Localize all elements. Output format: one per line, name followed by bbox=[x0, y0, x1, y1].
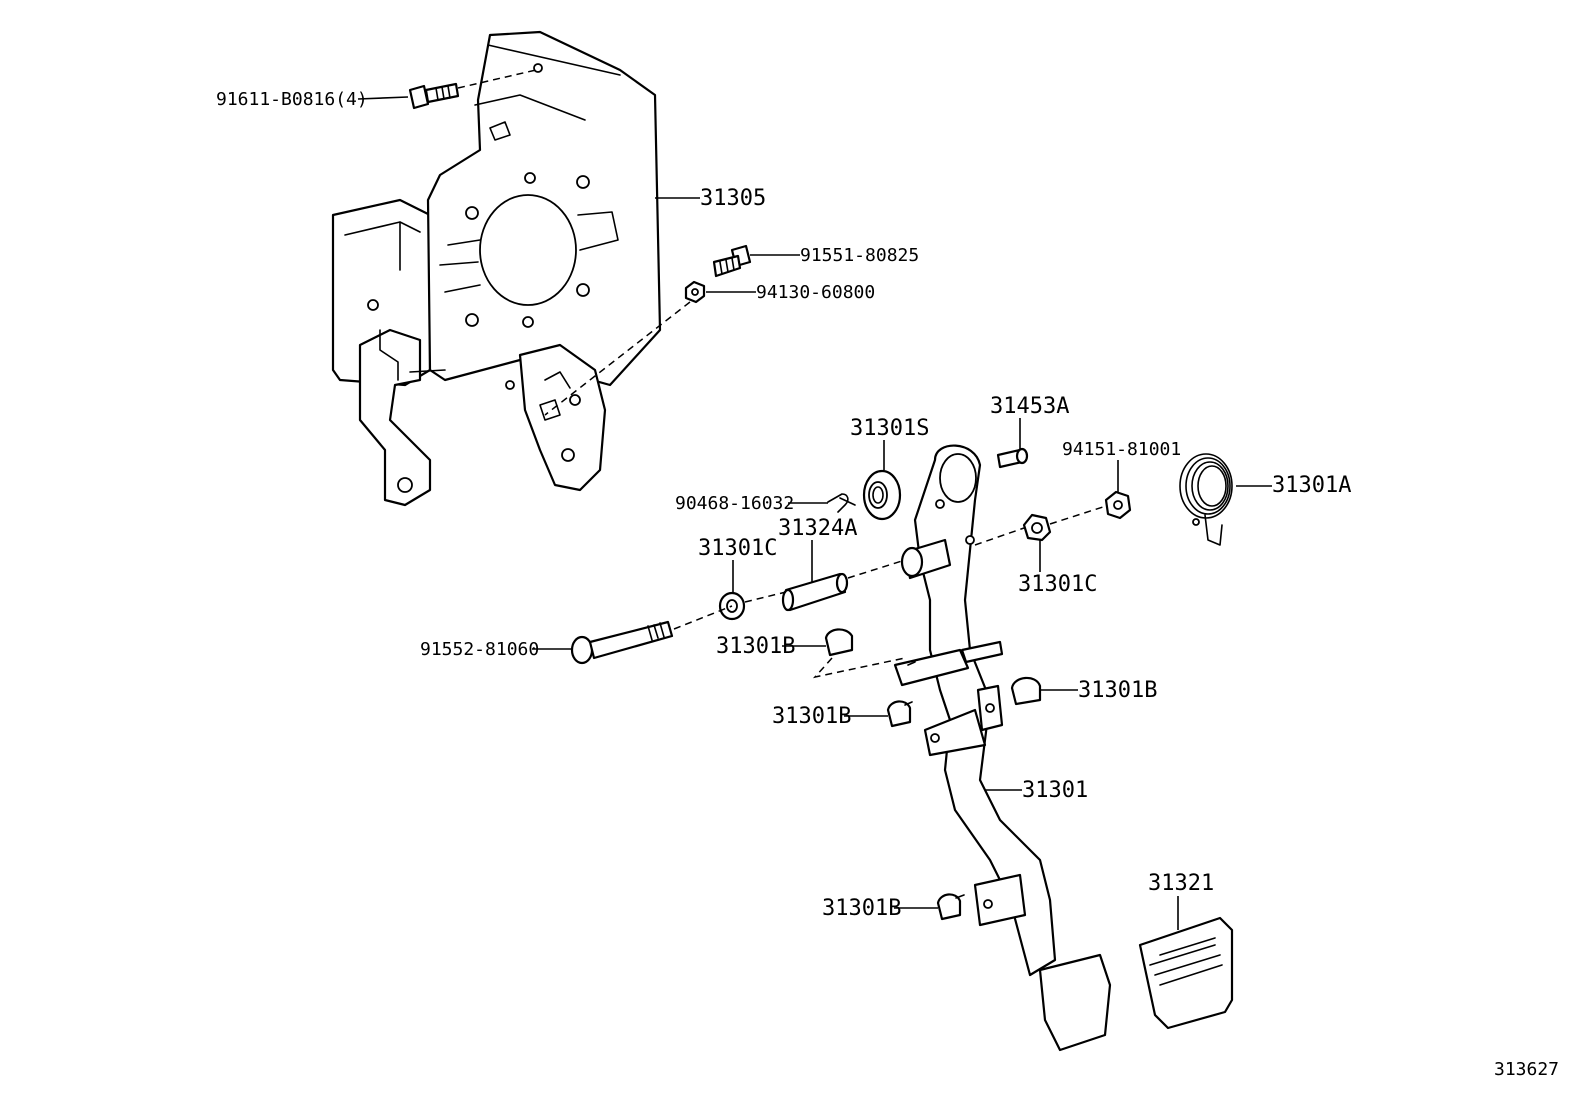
pedal-lever-31301 bbox=[893, 444, 1112, 1052]
bushing-31301S bbox=[862, 469, 902, 521]
bolt-91611-B0816 bbox=[408, 82, 460, 110]
diagram-reference-number: 313627 bbox=[1494, 1059, 1559, 1080]
label-nut-bracket: 94130-60800 bbox=[756, 282, 875, 303]
label-bolt-bracket: 91551-80825 bbox=[800, 245, 919, 266]
collar-31324A bbox=[781, 572, 849, 612]
label-bushing-c-right: 31301C bbox=[1018, 572, 1097, 597]
label-cushion-right: 31301B bbox=[1078, 678, 1157, 703]
label-clip: 90468-16032 bbox=[675, 493, 794, 514]
pin-31453A bbox=[996, 447, 1029, 469]
bolt-91551-80825 bbox=[712, 244, 752, 278]
label-bolt-pivot: 91552-81060 bbox=[420, 639, 539, 660]
nut-94130-60800 bbox=[684, 280, 706, 304]
pedal-pad-31321 bbox=[1138, 916, 1234, 1030]
cushion-31301B-right bbox=[1010, 676, 1042, 706]
label-bushing-c-left: 31301C bbox=[698, 536, 777, 561]
label-collar: 31324A bbox=[778, 516, 857, 541]
cushion-31301B-lower bbox=[936, 893, 965, 921]
label-pedal-pad: 31321 bbox=[1148, 871, 1214, 896]
label-spring: 31301A bbox=[1272, 473, 1351, 498]
clip-90468-16032 bbox=[827, 493, 856, 513]
label-bracket: 31305 bbox=[700, 186, 766, 211]
pedal-bracket-31305 bbox=[331, 30, 662, 507]
label-cushion-upper: 31301B bbox=[716, 634, 795, 659]
bushing-31301C-right bbox=[1022, 513, 1052, 542]
label-pedal-lever: 31301 bbox=[1022, 778, 1088, 803]
label-bushing-s: 31301S bbox=[850, 416, 929, 441]
cushion-31301B-upper bbox=[824, 628, 854, 657]
spring-31301A bbox=[1179, 453, 1233, 546]
label-cushion-lower: 31301B bbox=[822, 896, 901, 921]
nut-94151-81001 bbox=[1104, 490, 1132, 520]
label-nut-spring: 94151-81001 bbox=[1062, 439, 1181, 460]
label-pin: 31453A bbox=[990, 394, 1069, 419]
bolt-91552-81060 bbox=[570, 620, 674, 665]
cushion-31301B-left bbox=[886, 700, 913, 728]
label-bolt-top: 91611-B0816(4) bbox=[216, 89, 368, 110]
label-cushion-left: 31301B bbox=[772, 704, 851, 729]
